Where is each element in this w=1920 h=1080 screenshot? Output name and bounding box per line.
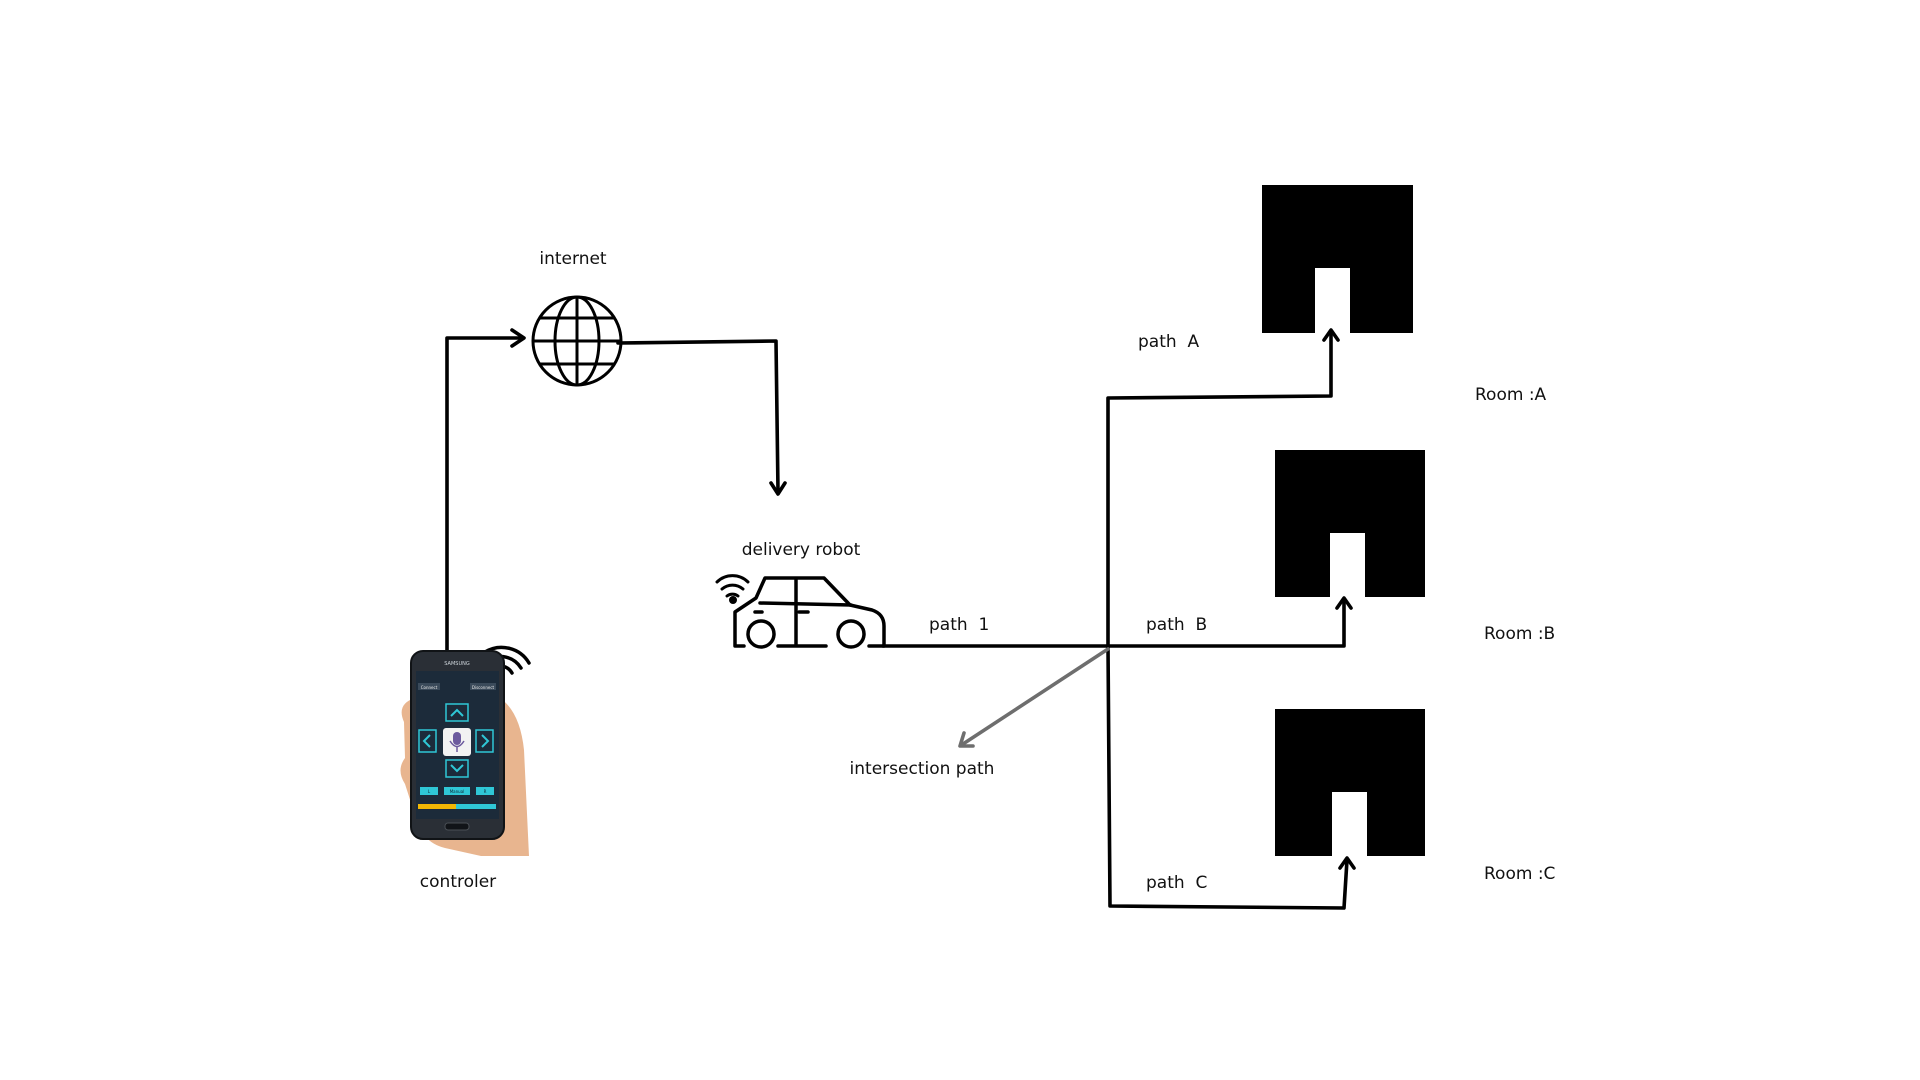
- phone-icon: SAMSUNG Connect Disconnect L Manual R: [400, 650, 529, 856]
- path-a-arrowhead: [1322, 328, 1340, 342]
- path-c-label: path C: [1146, 873, 1207, 893]
- room-c-label: Room :C: [1484, 864, 1555, 884]
- globe-icon: [531, 295, 623, 387]
- room-a-icon: [1262, 185, 1413, 333]
- controller-to-internet-line: [445, 336, 524, 653]
- internet-to-robot-line: [616, 339, 780, 493]
- phone-brand: SAMSUNG: [444, 661, 470, 667]
- room-b-icon: [1275, 450, 1425, 597]
- path-a-label: path A: [1138, 332, 1199, 352]
- path-b-arrowhead: [1335, 596, 1353, 610]
- intersection-path-arrowhead: [958, 731, 975, 748]
- path-b-label: path B: [1146, 615, 1207, 635]
- intersection-path-line: [961, 647, 1110, 746]
- delivery-robot-label: delivery robot: [742, 540, 861, 560]
- path-1-label: path 1: [929, 615, 989, 635]
- phone-connect-button: Connect: [421, 685, 438, 690]
- car-icon: [733, 576, 886, 649]
- phone-disconnect-button: Disconnect: [472, 685, 495, 690]
- path-b-line: [1106, 598, 1346, 648]
- phone-right-button: R: [484, 789, 487, 794]
- internet-label: internet: [539, 249, 607, 269]
- wifi-icon: [715, 574, 750, 604]
- phone-left-button: L: [428, 789, 431, 794]
- intersection-path-label: intersection path: [850, 759, 995, 779]
- room-b-label: Room :B: [1484, 624, 1555, 644]
- phone-manual-button: Manual: [450, 789, 465, 794]
- internet-to-robot-arrowhead: [769, 481, 787, 496]
- room-a-label: Room :A: [1475, 385, 1547, 405]
- controller-to-internet-arrowhead: [510, 328, 526, 348]
- microphone-icon: [449, 732, 465, 752]
- path-c-arrowhead: [1338, 856, 1356, 870]
- path-a-line: [1106, 330, 1333, 648]
- controller-label: controler: [420, 872, 496, 892]
- room-c-icon: [1275, 709, 1425, 856]
- path-c-line: [1106, 644, 1349, 910]
